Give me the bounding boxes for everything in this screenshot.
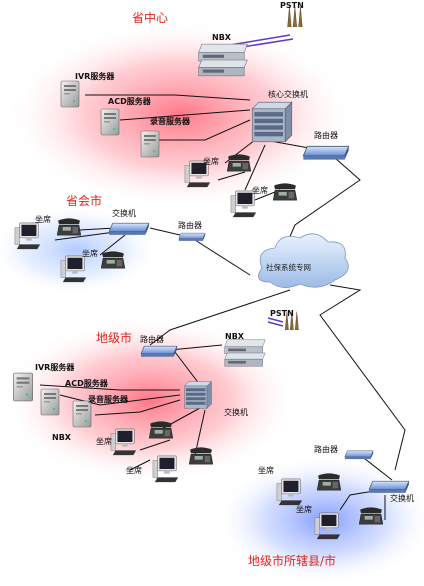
seat-phone-icon [100,250,126,269]
router-icon [344,450,374,460]
recording-server-label: 录音服务器 [88,394,129,404]
seat-label: 坐席 [296,504,312,514]
switch-icon [368,480,410,494]
nbx-label: NBX [212,33,232,42]
server-icon [140,130,160,158]
nbx-label: NBX [225,332,245,341]
seat-label: 坐席 [82,248,98,258]
seat-label: 坐席 [252,185,268,195]
server-icon [60,80,80,108]
switch-icon [108,222,150,236]
region-title-county: 地级市所辖县/市 [248,553,336,568]
seat-label: 坐席 [203,156,219,166]
acd-server-label: ACD服务器 [65,378,109,388]
core-switch-icon [251,101,293,143]
router-label: 路由器 [140,334,164,344]
region-title-province-center: 省中心 [132,10,168,25]
nbx-label: NBX [52,433,72,442]
ivr-server-label: IVR服务器 [35,362,75,372]
seat-phone-icon [358,506,384,525]
acd-server-label: ACD服务器 [108,96,152,106]
seat-label: 坐席 [126,465,142,475]
recording-server-label: 录音服务器 [150,116,191,126]
region-title-capital: 省会市 [66,193,102,208]
server-icon [100,108,120,136]
nbx-device-icon [224,339,266,367]
router-label: 路由器 [314,130,338,140]
network-cloud [258,233,349,288]
switch-label: 交换机 [224,407,248,417]
ivr-server-label: IVR服务器 [75,71,115,81]
router-label: 路由器 [178,220,202,230]
switch-label: 交换机 [112,208,136,218]
pstn-label: PSTN [280,1,304,10]
seat-phone-icon [226,153,252,172]
seat-label: 坐席 [96,436,112,446]
network-label: 社保系统专网 [266,262,311,272]
server-icon [72,400,92,428]
seat-phone-icon [272,182,298,201]
router-icon [178,232,206,242]
server-icon [40,388,60,416]
router-icon [140,345,178,358]
switch-icon [184,381,212,409]
seat-label: 坐席 [258,465,274,475]
nbx-device-icon [198,43,248,77]
region-title-prefecture: 地级市 [96,330,132,345]
seat-phone-icon [188,446,214,465]
prefecture-glow [0,315,300,485]
switch-label: 交换机 [390,493,414,503]
seat-phone-icon [56,217,82,236]
seat-label: 坐席 [35,214,51,224]
server-icon [12,372,34,402]
router-icon [302,145,350,161]
seat-phone-icon [148,420,174,439]
core-switch-label: 核心交换机 [268,89,308,99]
router-label: 路由器 [314,444,338,454]
pstn-label: PSTN [270,309,294,318]
seat-phone-icon [316,472,342,491]
